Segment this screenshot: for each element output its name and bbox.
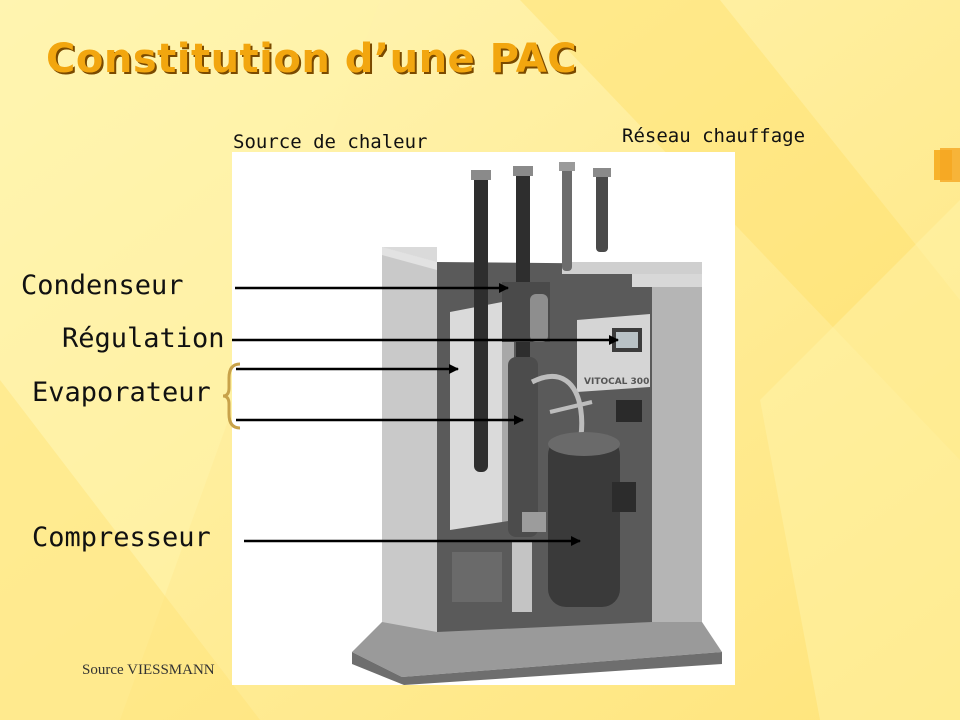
- heat-pump-illustration: VITOCAL 300: [232, 152, 735, 685]
- slide-title: Constitution d’une PAC: [46, 36, 578, 82]
- source-credit: Source VIESSMANN: [82, 662, 215, 678]
- label-condenser: Condenseur: [21, 270, 184, 301]
- label-compressor: Compresseur: [32, 522, 211, 553]
- label-heat-source: Source de chaleur: [233, 131, 428, 153]
- label-heating-network: Réseau chauffage: [622, 125, 806, 147]
- brand-plate: VITOCAL 300: [584, 377, 649, 387]
- label-evaporator: Evaporateur: [32, 377, 211, 408]
- label-regulation: Régulation: [62, 323, 225, 354]
